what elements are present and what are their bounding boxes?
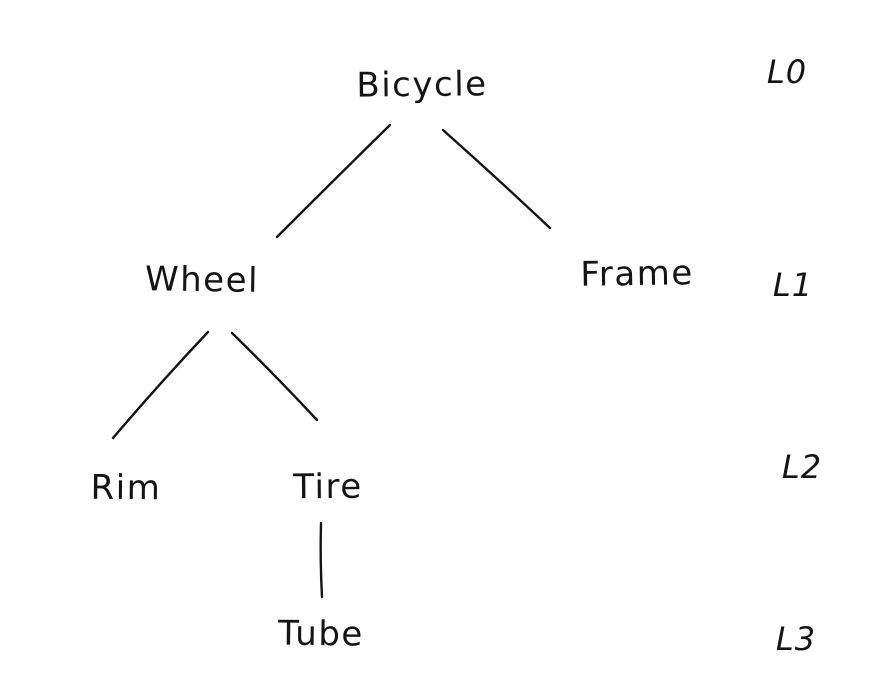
node-wheel: Wheel [144, 259, 260, 301]
level-label-l0: L0 [766, 53, 808, 91]
node-tube: Tube [277, 613, 365, 655]
node-frame: Frame [580, 253, 694, 295]
level-label-l1: L1 [772, 266, 814, 304]
level-label-l3: L3 [775, 620, 817, 658]
edge-wheel-rim [111, 330, 210, 440]
edge-bicycle-frame [441, 128, 552, 230]
node-rim: Rim [90, 467, 162, 509]
edge-tire-tube [319, 521, 324, 599]
node-bicycle: Bicycle [356, 64, 488, 106]
node-tire: Tire [293, 466, 363, 508]
edge-bicycle-wheel [275, 123, 392, 239]
edge-wheel-tire [230, 331, 319, 422]
level-label-l2: L2 [781, 448, 823, 486]
